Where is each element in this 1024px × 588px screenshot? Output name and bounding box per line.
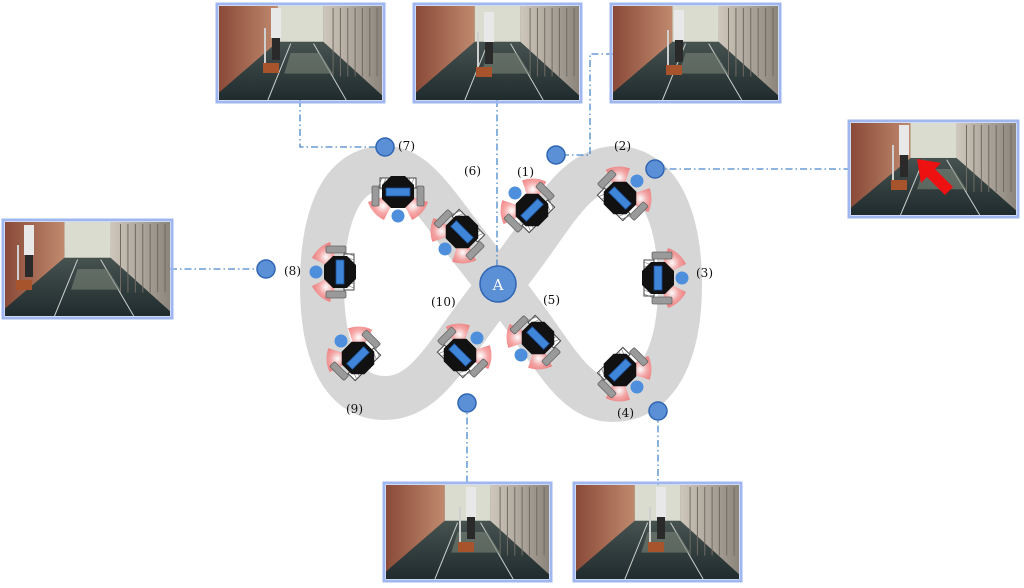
- corridor-photo-bottom-center: [384, 483, 551, 581]
- position-label-6: (6): [464, 164, 481, 178]
- position-label-8: (8): [284, 264, 301, 278]
- position-label-7: (7): [398, 139, 415, 153]
- position-label-5: (5): [543, 293, 560, 307]
- position-marker-icon: [547, 146, 565, 164]
- position-marker-icon: [649, 402, 667, 420]
- position-marker-icon: [257, 260, 275, 278]
- position-label-2: (2): [614, 139, 631, 153]
- position-marker-icon: [458, 394, 476, 412]
- connector-7: [300, 100, 385, 147]
- corridor-photo-left: [3, 220, 172, 318]
- corridor-photo-top-left: [217, 4, 384, 102]
- center-label: A: [492, 276, 504, 294]
- position-label-9: (9): [346, 402, 363, 416]
- position-marker-icon: [646, 160, 664, 178]
- position-label-10: (10): [431, 295, 456, 309]
- corridor-photo-bottom-right: [574, 483, 741, 581]
- position-label-1: (1): [517, 165, 534, 179]
- position-label-3: (3): [696, 266, 713, 280]
- position-label-4: (4): [617, 406, 634, 420]
- position-marker-icon: [376, 138, 394, 156]
- corridor-photo-top-center: [414, 4, 581, 102]
- corridor-photo-top-right: [611, 4, 780, 102]
- center-marker: A: [480, 266, 516, 302]
- corridor-photo-right: [849, 121, 1018, 217]
